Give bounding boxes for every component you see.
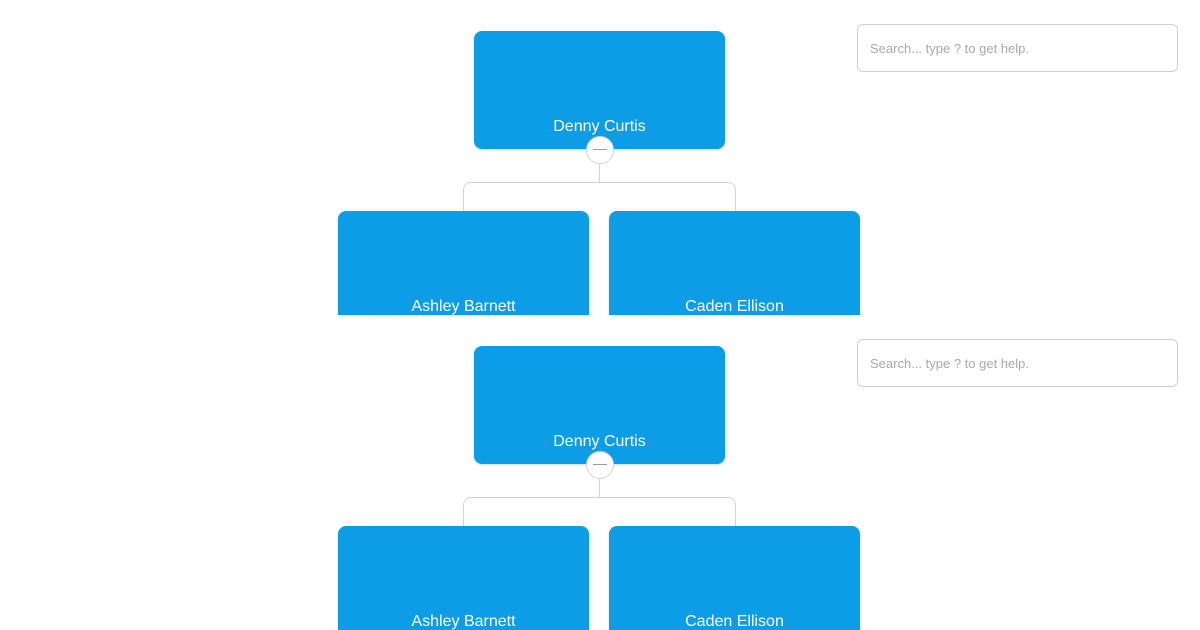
org-node-label: Caden Ellison: [685, 613, 784, 630]
search-input[interactable]: [857, 339, 1178, 387]
connector-branch-bus: [463, 182, 736, 212]
org-node-label: Ashley Barnett: [411, 613, 516, 630]
org-chart-section: Denny Curtis Ashley Barnett Caden Elliso…: [0, 0, 1178, 315]
org-node-root[interactable]: Denny Curtis: [474, 31, 725, 149]
org-node-child[interactable]: Ashley Barnett: [338, 211, 589, 315]
org-chart-tree: Denny Curtis Ashley Barnett Caden Elliso…: [0, 315, 860, 630]
org-node-root[interactable]: Denny Curtis: [474, 346, 725, 464]
search-input[interactable]: [857, 24, 1178, 72]
collapse-toggle-button[interactable]: [586, 136, 614, 164]
org-node-label: Denny Curtis: [553, 433, 646, 450]
connector-branch-bus: [463, 497, 736, 527]
org-node-child[interactable]: Ashley Barnett: [338, 526, 589, 630]
org-node-label: Denny Curtis: [553, 118, 646, 135]
connector-vertical-stub: [599, 479, 600, 498]
minus-icon: [593, 464, 607, 465]
org-node-label: Ashley Barnett: [411, 298, 516, 315]
org-node-child[interactable]: Caden Ellison: [609, 526, 860, 630]
org-chart-tree: Denny Curtis Ashley Barnett Caden Elliso…: [0, 0, 860, 315]
org-chart-section: Denny Curtis Ashley Barnett Caden Elliso…: [0, 315, 1200, 630]
minus-icon: [593, 149, 607, 150]
collapse-toggle-button[interactable]: [586, 451, 614, 479]
connector-vertical-stub: [599, 164, 600, 183]
org-node-child[interactable]: Caden Ellison: [609, 211, 860, 315]
org-node-label: Caden Ellison: [685, 298, 784, 315]
